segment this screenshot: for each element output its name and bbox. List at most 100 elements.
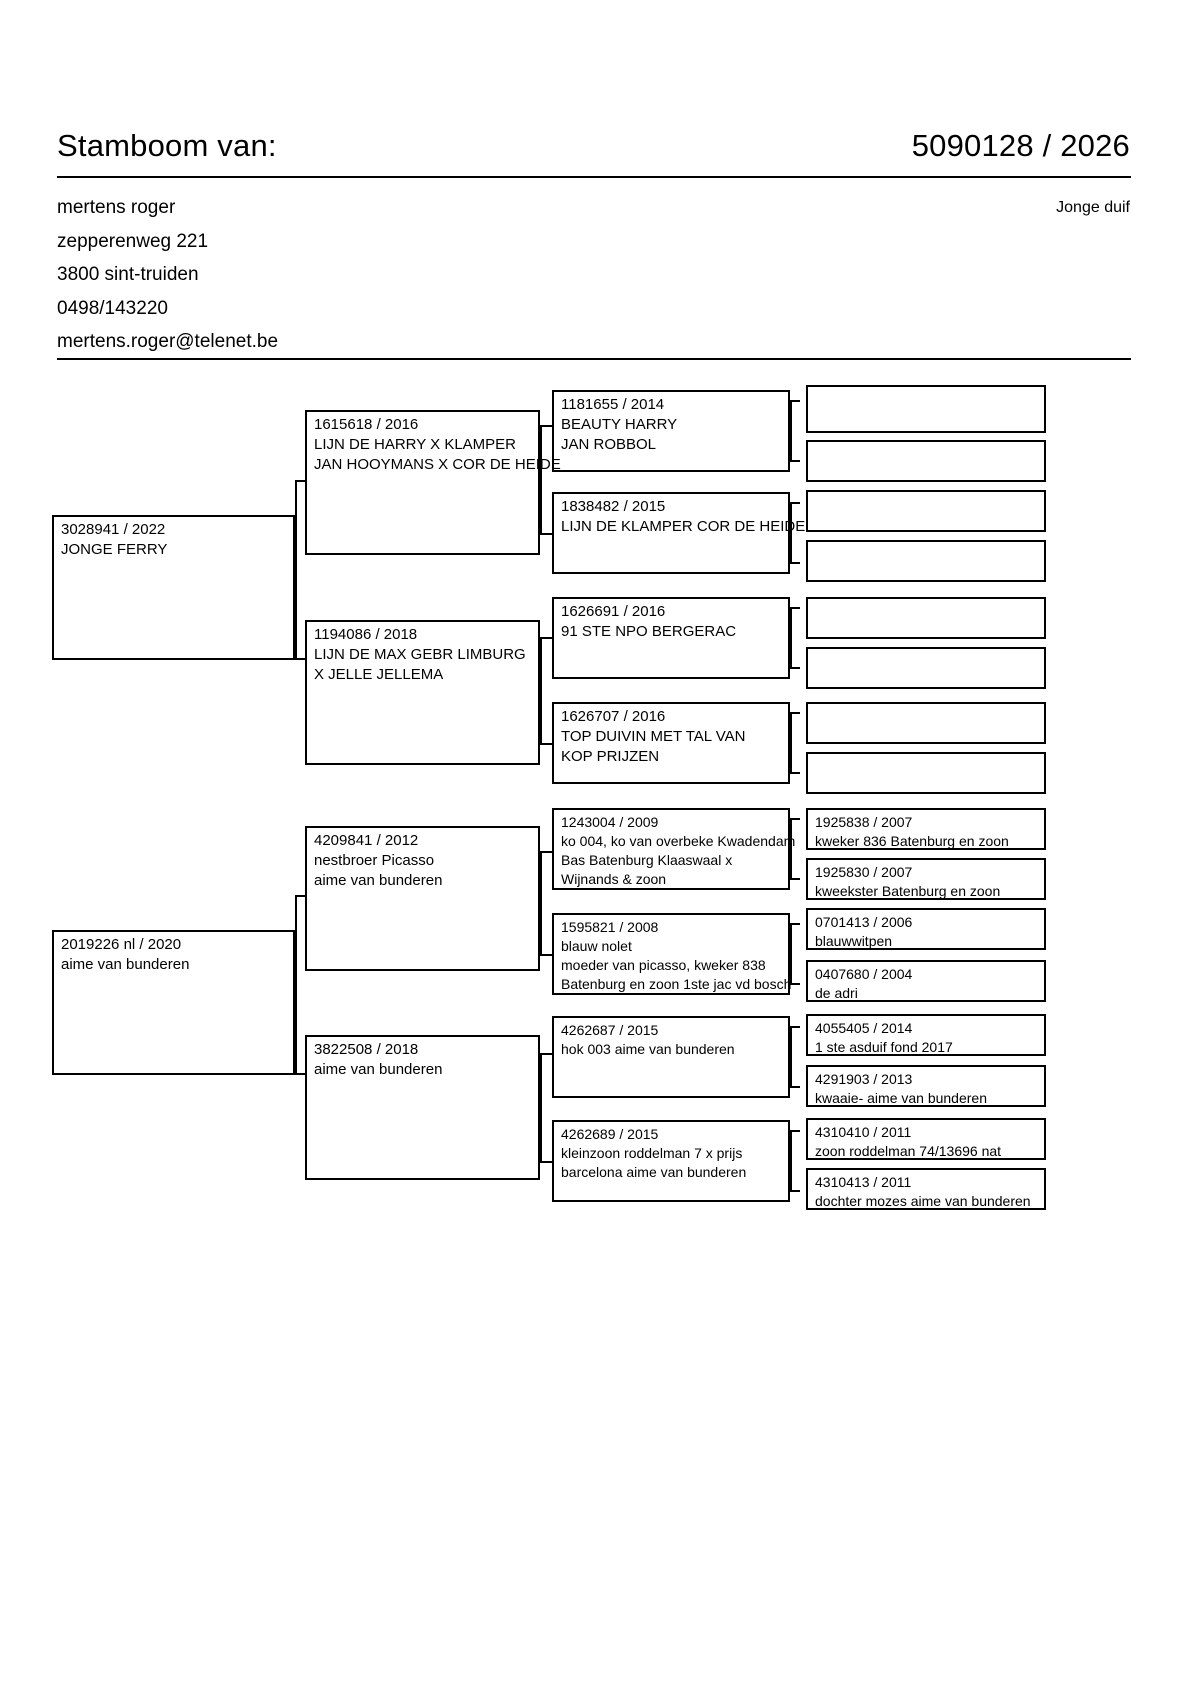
pedigree-box-gen4-9: 1925830 / 2007 kweekster Batenburg en zo… (806, 858, 1046, 900)
detail-line: LIJN DE MAX GEBR LIMBURG (314, 646, 526, 663)
ring-number: 1615618 / 2016 (314, 416, 419, 433)
page-title: Stamboom van: (57, 128, 277, 163)
pedigree-box-text: 1595821 / 2008 blauw nolet moeder van pi… (561, 918, 791, 994)
pedigree-box-gen2-1: 1194086 / 2018 LIJN DE MAX GEBR LIMBURG … (305, 620, 540, 765)
owner-street: zepperenweg 221 (57, 230, 209, 252)
pedigree-box-text: 3822508 / 2018 aime van bunderen (314, 1040, 442, 1080)
pedigree-box-text: 1194086 / 2018 LIJN DE MAX GEBR LIMBURG … (314, 625, 526, 685)
owner-divider (57, 358, 1131, 360)
ring-number: 1925830 / 2007 (815, 864, 913, 880)
owner-info: mertens roger zepperenweg 221 3800 sint-… (57, 191, 278, 359)
ring-number: 0701413 / 2006 (815, 914, 913, 930)
detail-line: aime van bunderen (314, 872, 443, 889)
pedigree-box-text: 4310413 / 2011 dochter mozes aime van bu… (815, 1173, 1031, 1211)
connector-gen3-1 (790, 502, 800, 564)
ring-number: 1181655 / 2014 (561, 396, 665, 413)
pedigree-box-gen4-12: 4055405 / 2014 1 ste asduif fond 2017 (806, 1014, 1046, 1056)
ring-number: 4262687 / 2015 (561, 1022, 659, 1038)
detail-line: blauw nolet (561, 938, 632, 954)
ring-number: 4310410 / 2011 (815, 1124, 912, 1140)
pedigree-box-text: 1243004 / 2009 ko 004, ko van overbeke K… (561, 813, 795, 889)
ring-number: 3028941 / 2022 (61, 521, 166, 538)
detail-line: 1 ste asduif fond 2017 (815, 1039, 953, 1055)
detail-line: JONGE FERRY (61, 541, 168, 558)
ring-number: 1838482 / 2015 (561, 498, 666, 515)
pedigree-box-text: 4055405 / 2014 1 ste asduif fond 2017 (815, 1019, 953, 1057)
detail-line: BEAUTY HARRY (561, 416, 678, 433)
pedigree-box-gen1-1: 2019226 nl / 2020 aime van bunderen (52, 930, 295, 1075)
detail-line: JAN HOOYMANS X COR DE HEIDE (314, 456, 561, 473)
ring-number: 4291903 / 2013 (815, 1071, 913, 1087)
pedigree-box-gen4-15: 4310413 / 2011 dochter mozes aime van bu… (806, 1168, 1046, 1210)
ring-number: 1626707 / 2016 (561, 708, 666, 725)
pedigree-box-gen4-11: 0407680 / 2004 de adri (806, 960, 1046, 1002)
pedigree-box-text: 1925838 / 2007 kweker 836 Batenburg en z… (815, 813, 1009, 851)
owner-email: mertens.roger@telenet.be (57, 331, 279, 352)
connector-gen2-3 (540, 1053, 552, 1163)
ring-number: 1626691 / 2016 (561, 603, 666, 620)
ring-number: 1194086 / 2018 (314, 626, 418, 643)
owner-city: 3800 sint-truiden (57, 264, 199, 285)
pedigree-box-text: 4209841 / 2012 nestbroer Picasso aime va… (314, 831, 442, 891)
ring-number: 1243004 / 2009 (561, 814, 659, 830)
pedigree-box-text: 3028941 / 2022 JONGE FERRY (61, 520, 167, 560)
subject-ring-number: 5090128 / 2026 (911, 128, 1130, 163)
detail-line: de adri (815, 985, 858, 1001)
detail-line: kweker 836 Batenburg en zoon (815, 833, 1009, 849)
pedigree-box-gen3-6: 4262687 / 2015 hok 003 aime van bunderen (552, 1016, 790, 1098)
connector-gen3-6 (790, 1026, 800, 1088)
pedigree-box-gen4-2 (806, 490, 1046, 532)
ring-number: 1595821 / 2008 (561, 919, 659, 935)
pedigree-box-gen2-2: 4209841 / 2012 nestbroer Picasso aime va… (305, 826, 540, 971)
detail-line: Wijnands & zoon (561, 871, 667, 887)
pedigree-box-text: 2019226 nl / 2020 aime van bunderen (61, 935, 189, 975)
pedigree-box-gen4-6 (806, 702, 1046, 744)
pedigree-box-gen4-7 (806, 752, 1046, 794)
ring-number: 1925838 / 2007 (815, 814, 913, 830)
pedigree-box-text: 4291903 / 2013 kwaaie- aime van bunderen (815, 1070, 987, 1108)
pedigree-box-text: 4262689 / 2015 kleinzoon roddelman 7 x p… (561, 1125, 746, 1182)
pedigree-box-gen4-5 (806, 647, 1046, 689)
connector-gen3-5 (790, 923, 800, 985)
detail-line: moeder van picasso, kweker 838 (561, 957, 766, 973)
detail-line: Bas Batenburg Klaaswaal x (561, 852, 733, 868)
detail-line: hok 003 aime van bunderen (561, 1041, 735, 1057)
detail-line: barcelona aime van bunderen (561, 1164, 747, 1180)
pedigree-box-gen2-0: 1615618 / 2016 LIJN DE HARRY X KLAMPER J… (305, 410, 561, 555)
detail-line: 91 STE NPO BERGERAC (561, 623, 737, 640)
ring-number: 4209841 / 2012 (314, 832, 419, 849)
detail-line: kweekster Batenburg en zoon (815, 883, 1001, 899)
detail-line: kleinzoon roddelman 7 x prijs (561, 1145, 743, 1161)
pedigree-box-text: 0701413 / 2006 blauwwitpen (815, 913, 912, 951)
connector-gen3-4 (790, 818, 800, 880)
pedigree-box-text: 1838482 / 2015 LIJN DE KLAMPER COR DE HE… (561, 497, 805, 537)
ring-number: 4310413 / 2011 (815, 1174, 912, 1190)
pedigree-box-gen4-3 (806, 540, 1046, 582)
detail-line: JAN ROBBOL (561, 436, 657, 453)
pedigree-box-text: 1181655 / 2014 BEAUTY HARRY JAN ROBBOL (561, 395, 677, 455)
connector-gen3-7 (790, 1130, 800, 1192)
pedigree-box-gen3-4: 1243004 / 2009 ko 004, ko van overbeke K… (552, 808, 795, 890)
connector-gen3-3 (790, 712, 800, 774)
pedigree-box-gen3-5: 1595821 / 2008 blauw nolet moeder van pi… (552, 913, 791, 995)
detail-line: X JELLE JELLEMA (314, 666, 444, 683)
detail-line: LIJN DE HARRY X KLAMPER (314, 436, 517, 453)
pedigree-box-gen4-10: 0701413 / 2006 blauwwitpen (806, 908, 1046, 950)
connector-gen1-1 (295, 895, 307, 1075)
pedigree-box-text: 1925830 / 2007 kweekster Batenburg en zo… (815, 863, 1000, 901)
pedigree-box-gen4-13: 4291903 / 2013 kwaaie- aime van bunderen (806, 1065, 1046, 1107)
pedigree-box-gen4-8: 1925838 / 2007 kweker 836 Batenburg en z… (806, 808, 1046, 850)
detail-line: aime van bunderen (61, 956, 190, 973)
pedigree-box-gen2-3: 3822508 / 2018 aime van bunderen (305, 1035, 540, 1180)
connector-gen2-2 (540, 851, 552, 956)
detail-line: dochter mozes aime van bunderen (815, 1193, 1031, 1209)
detail-line: blauwwitpen (815, 933, 893, 949)
ring-number: 0407680 / 2004 (815, 966, 913, 982)
pedigree-box-gen3-3: 1626707 / 2016 TOP DUIVIN MET TAL VAN KO… (552, 702, 790, 784)
pedigree-box-text: 0407680 / 2004 de adri (815, 965, 912, 1003)
pedigree-box-gen3-7: 4262689 / 2015 kleinzoon roddelman 7 x p… (552, 1120, 790, 1202)
owner-name: mertens roger (57, 197, 176, 218)
header-divider (57, 176, 1131, 178)
pedigree-box-gen3-0: 1181655 / 2014 BEAUTY HARRY JAN ROBBOL (552, 390, 790, 472)
